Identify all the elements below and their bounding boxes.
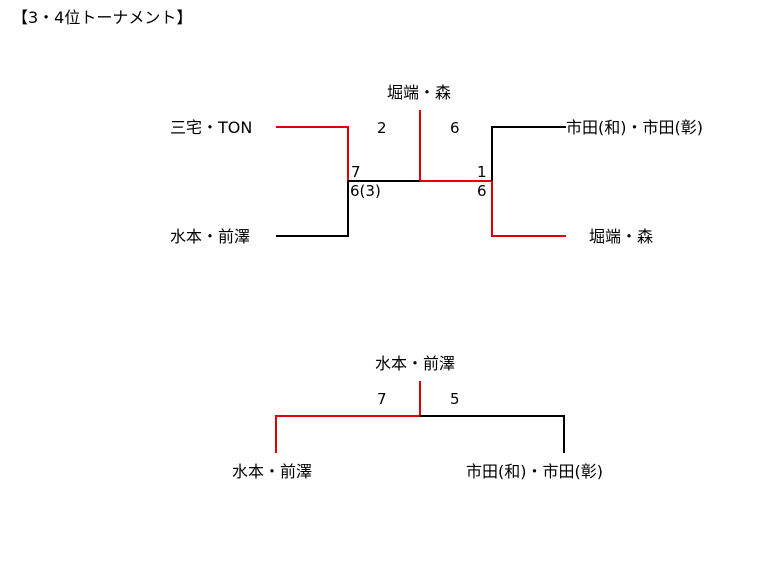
bottom-bracket-lines (275, 381, 565, 453)
top-left-semi-bottom-score: 6(3) (350, 182, 381, 200)
top-left-bottom-line (276, 181, 349, 237)
bottom-right-player: 市田(和)・市田(彰) (466, 462, 603, 481)
top-left-top-line (276, 126, 349, 181)
top-right-top-player: 市田(和)・市田(彰) (566, 118, 703, 137)
top-right-bottom-player: 堀端・森 (589, 227, 654, 246)
top-right-bottom-line (491, 181, 566, 237)
top-left-semi-top-score: 7 (351, 163, 361, 181)
top-final-right-score: 6 (450, 119, 460, 137)
bottom-left-line (275, 415, 420, 453)
top-champion-name: 堀端・森 (387, 83, 452, 102)
top-left-top-player: 三宅・TON (170, 118, 253, 137)
bottom-champion-name: 水本・前澤 (375, 354, 456, 373)
top-left-bottom-player: 水本・前澤 (170, 227, 251, 246)
top-right-semi-top-score: 1 (477, 163, 487, 181)
top-final-left-score: 2 (377, 119, 387, 137)
bottom-left-score: 7 (377, 390, 387, 408)
top-bracket-lines (276, 110, 566, 237)
tournament-title: 【3・4位トーナメント】 (12, 8, 193, 27)
top-right-top-line (491, 126, 566, 181)
top-right-semi-bottom-score: 6 (477, 182, 487, 200)
bottom-right-score: 5 (450, 390, 460, 408)
bottom-left-player: 水本・前澤 (232, 462, 313, 481)
bottom-right-line (420, 415, 565, 453)
